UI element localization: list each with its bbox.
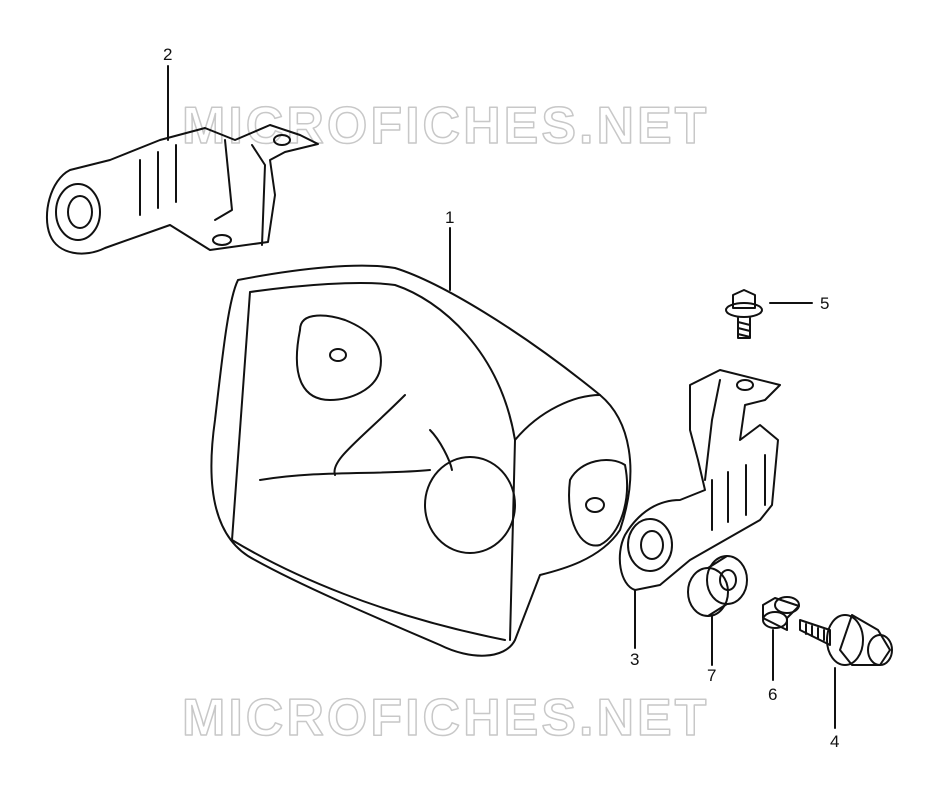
callout-1: 1 (445, 208, 455, 227)
callout-5: 5 (820, 294, 830, 313)
upper-left-bracket (45, 124, 319, 255)
grommet (687, 555, 748, 617)
callout-2: 2 (163, 45, 173, 64)
lower-right-bracket (618, 369, 781, 591)
watermark-top: MICROFICHES.NET (181, 96, 709, 156)
callout-4: 4 (830, 732, 840, 751)
svg-text:MICROFICHES.NET: MICROFICHES.NET (182, 689, 709, 747)
svg-text:MICROFICHES.NET: MICROFICHES.NET (182, 97, 709, 155)
watermark-bottom: MICROFICHES.NET (181, 688, 709, 748)
headlight-housing (210, 264, 632, 657)
callout-3: 3 (630, 650, 640, 669)
bolt (799, 614, 893, 666)
screw (725, 289, 763, 339)
callout-6: 6 (768, 685, 778, 704)
collar (762, 596, 800, 631)
callout-7: 7 (707, 666, 717, 685)
